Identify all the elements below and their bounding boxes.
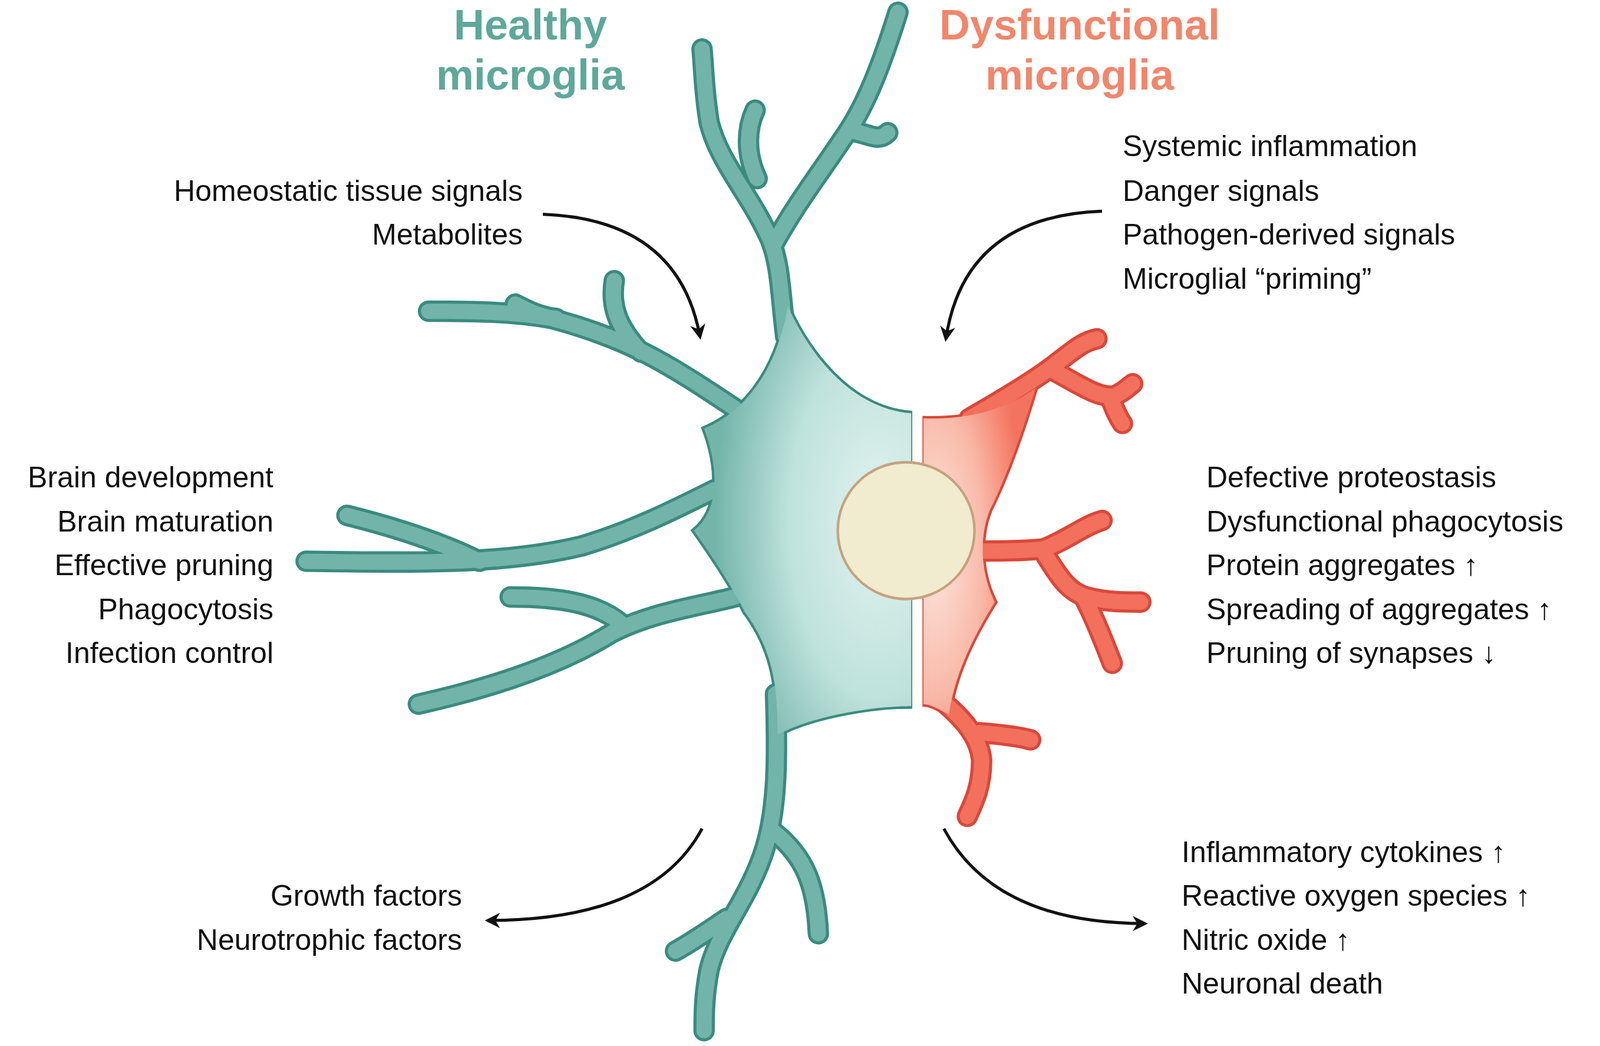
effect-label: Neuronal death bbox=[1181, 965, 1384, 1002]
effect-label: Protein aggregates ↑ bbox=[1206, 547, 1479, 583]
effect-label: Systemic inflammation bbox=[1122, 128, 1418, 164]
effect-label: Danger signals bbox=[1122, 173, 1320, 209]
effect-label: Brain development bbox=[27, 459, 274, 496]
effect-label: Infection control bbox=[65, 635, 274, 671]
panel-heading: Dysfunctional microglia bbox=[914, 0, 1245, 101]
effect-label: Inflammatory cytokines ↑ bbox=[1181, 834, 1506, 870]
effect-label: Spreading of aggregates ↑ bbox=[1206, 591, 1553, 628]
effect-label: Homeostatic tissue signals bbox=[173, 173, 523, 209]
effect-label: Brain maturation bbox=[57, 503, 274, 540]
signal-arrows bbox=[487, 210, 1146, 924]
effect-label: Growth factors bbox=[270, 878, 463, 914]
panel-heading: Healthy microglia bbox=[412, 0, 649, 101]
effect-label: Microglial “priming” bbox=[1122, 261, 1372, 297]
effect-label: Defective proteostasis bbox=[1206, 459, 1497, 496]
effect-label: Neurotrophic factors bbox=[196, 922, 463, 958]
effect-label: Pruning of synapses ↓ bbox=[1206, 635, 1497, 671]
effect-label: Pathogen-derived signals bbox=[1122, 216, 1456, 253]
effect-label: Metabolites bbox=[371, 216, 523, 253]
effect-label: Effective pruning bbox=[54, 547, 274, 583]
effect-label: Phagocytosis bbox=[98, 591, 274, 628]
nucleus bbox=[838, 462, 975, 599]
effect-label: Reactive oxygen species ↑ bbox=[1181, 878, 1531, 914]
effect-label: Dysfunctional phagocytosis bbox=[1206, 503, 1564, 540]
effect-label: Nitric oxide ↑ bbox=[1181, 922, 1351, 958]
